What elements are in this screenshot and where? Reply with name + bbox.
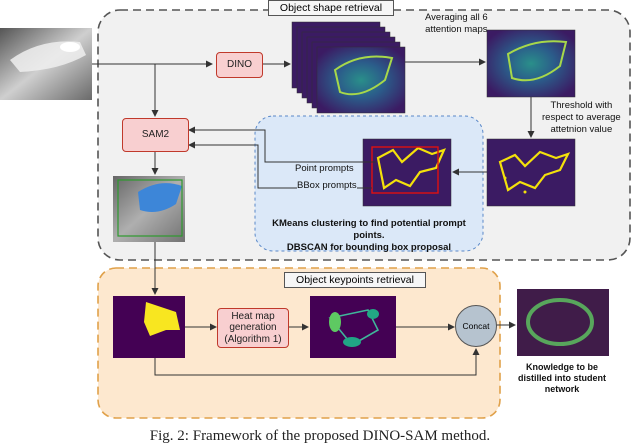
sam2-output-image xyxy=(113,176,185,242)
heatmap-gen-line-3: (Algorithm 1) xyxy=(224,333,282,345)
heatmap-image xyxy=(310,296,396,358)
dino-node: DINO xyxy=(216,52,263,78)
point-prompts-label: Point prompts xyxy=(295,163,354,174)
knowledge-line-2: distilled into student xyxy=(518,373,606,383)
threshold-map xyxy=(486,138,576,207)
heatmap-gen-line-2: generation xyxy=(229,322,277,334)
threshold-line-2: respect to average xyxy=(542,112,621,123)
knowledge-line-1: Knowledge to be xyxy=(526,362,598,372)
mask-image xyxy=(113,296,185,358)
attention-maps-stack xyxy=(291,21,406,114)
threshold-line-3: attetnion value xyxy=(550,124,613,135)
knowledge-label: Knowledge to be distilled into student n… xyxy=(512,362,612,395)
kmeans-dbscan-label: KMeans clustering to find potential prom… xyxy=(258,218,480,254)
averaged-map xyxy=(486,29,576,98)
knowledge-image xyxy=(517,289,609,356)
heatmap-gen-line-1: Heat map xyxy=(231,310,275,322)
figure-caption: Fig. 2: Framework of the proposed DINO-S… xyxy=(149,428,491,444)
concat-node: Concat xyxy=(455,305,497,347)
averaging-label: Averaging all 6 attention maps xyxy=(425,12,488,36)
keypoints-region-title: Object keypoints retrieval xyxy=(284,272,426,288)
averaging-line-2: attention maps xyxy=(425,24,488,35)
heatmap-generation-node: Heat map generation (Algorithm 1) xyxy=(217,308,289,348)
knowledge-line-3: network xyxy=(544,384,580,394)
bbox-prompts-label: BBox prompts xyxy=(297,180,357,191)
input-image xyxy=(0,28,92,100)
averaging-line-1: Averaging all 6 xyxy=(425,12,488,23)
sam2-node: SAM2 xyxy=(122,118,189,152)
dbscan-line: DBSCAN for bounding box proposal xyxy=(286,242,452,253)
bbox-proposal xyxy=(371,146,439,194)
kmeans-line: KMeans clustering to find potential prom… xyxy=(272,218,466,241)
shape-region-title: Object shape retrieval xyxy=(268,0,394,16)
prompt-map xyxy=(362,138,452,207)
threshold-label: Threshold with respect to average attetn… xyxy=(542,100,621,136)
keypoints-region xyxy=(97,267,501,419)
threshold-line-1: Threshold with xyxy=(550,100,613,111)
